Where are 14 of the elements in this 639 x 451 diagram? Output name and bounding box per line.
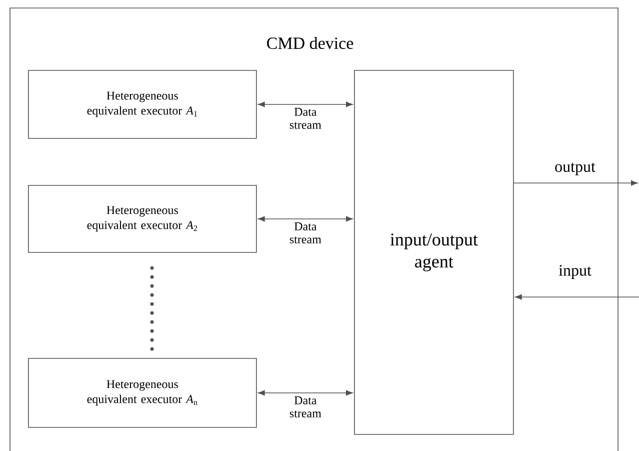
executor-box: Heterogeneous equivalent executor A$_{1}$	[28, 70, 257, 139]
edge-label: Data stream	[290, 222, 322, 244]
arrow	[513, 180, 638, 186]
edge-label: input	[558, 265, 592, 279]
arrow	[258, 216, 353, 222]
arrow	[515, 294, 639, 300]
agent-box: input/output agent	[354, 70, 514, 435]
executor-box: Heterogeneous equivalent executor A$_{n}$	[28, 358, 257, 428]
arrow	[258, 390, 353, 396]
edge-label: Data stream	[290, 396, 322, 418]
edge-label: output	[555, 162, 596, 176]
executor-box: Heterogeneous equivalent executor A$_{2}$	[28, 185, 257, 253]
edge-label: Data stream	[290, 108, 322, 129]
arrow	[258, 102, 353, 108]
